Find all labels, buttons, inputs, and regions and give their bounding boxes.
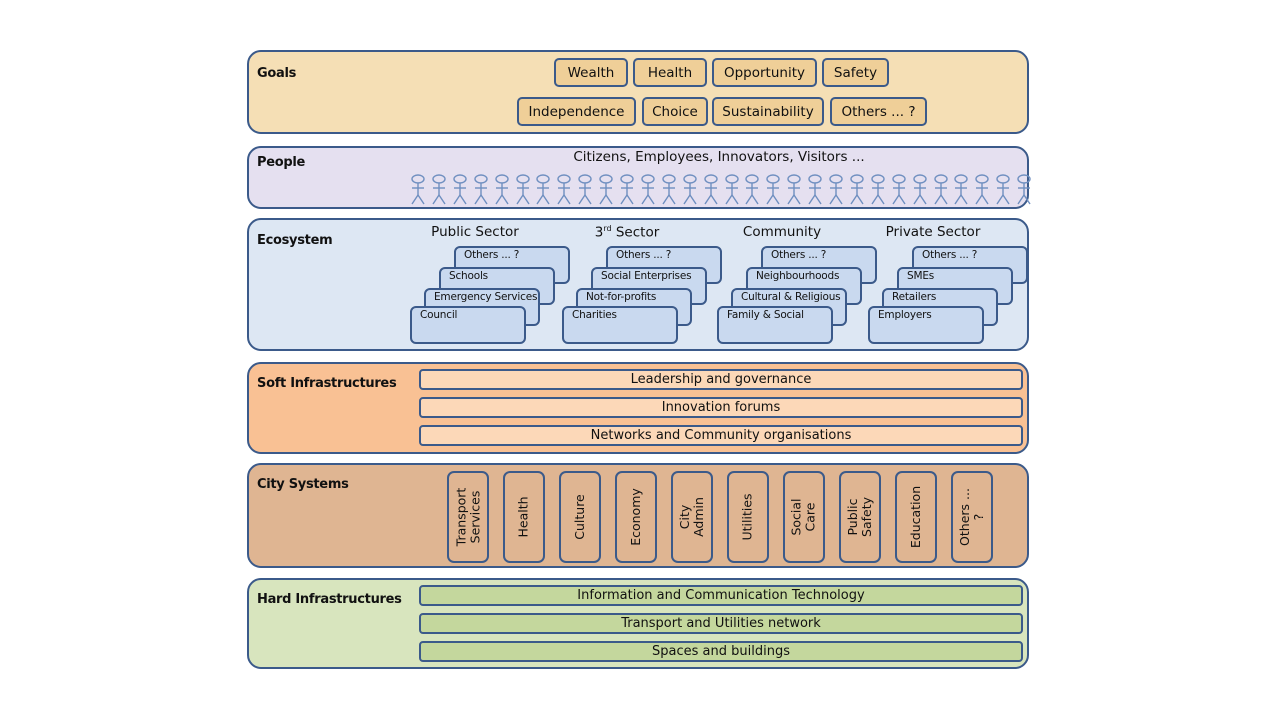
city-system-label: Social Care (789, 498, 818, 536)
city-system-box: Social Care (783, 471, 825, 563)
hard-infrastructures-title: Hard Infrastructures (257, 592, 402, 607)
stick-figure-icon (640, 174, 656, 206)
goals-title: Goals (257, 66, 297, 81)
people-caption: Citizens, Employees, Innovators, Visitor… (573, 149, 865, 165)
stick-figure-icon (744, 174, 760, 206)
city-system-box: Economy (615, 471, 657, 563)
sector-card: Charities (562, 306, 678, 344)
stick-figure-icon (933, 174, 949, 206)
stick-figure-icon (494, 174, 510, 206)
stick-figure-icon (473, 174, 489, 206)
stick-figure-icon (807, 174, 823, 206)
stick-figure-icon (995, 174, 1011, 206)
goal-box: Choice (642, 97, 708, 126)
stick-figure-icon (577, 174, 593, 206)
soft-infrastructures-title: Soft Infrastructures (257, 376, 397, 391)
soft-infrastructures-layer: Soft Infrastructures Leadership and gove… (247, 362, 1029, 454)
sector-heading: Public Sector (431, 224, 519, 240)
sector-card: Family & Social (717, 306, 833, 344)
sector-card: Council (410, 306, 526, 344)
hard-bar-transport: Transport and Utilities network (419, 613, 1023, 634)
soft-bar-leadership: Leadership and governance (419, 369, 1023, 390)
city-system-box: Utilities (727, 471, 769, 563)
goal-box: Opportunity (712, 58, 817, 87)
stick-figure-icon (786, 174, 802, 206)
city-systems-title: City Systems (257, 477, 349, 492)
city-system-box: Health (503, 471, 545, 563)
city-system-label: Culture (572, 494, 588, 540)
stick-figure-icon (535, 174, 551, 206)
stick-figure-icon (849, 174, 865, 206)
stick-figure-icon (682, 174, 698, 206)
soft-bar-networks: Networks and Community organisations (419, 425, 1023, 446)
goal-box: Wealth (554, 58, 628, 87)
city-system-label: Health (516, 496, 532, 538)
stick-figure-icon (891, 174, 907, 206)
city-system-box: Others ... ? (951, 471, 993, 563)
sector-heading-part: Sector (611, 224, 660, 241)
city-system-box: Transport Services (447, 471, 489, 563)
stick-figure-icon (410, 174, 426, 206)
people-layer: People Citizens, Employees, Innovators, … (247, 146, 1032, 209)
stick-figure-icon (765, 174, 781, 206)
sector-heading: Community (742, 224, 822, 240)
sector-heading-part: rd (603, 224, 612, 233)
city-system-label: Economy (628, 488, 643, 546)
stick-figure-icon (912, 174, 928, 206)
stick-figure-icon (703, 174, 719, 206)
stick-figure-icon (452, 174, 468, 206)
stick-figure-icon (619, 174, 635, 206)
goal-box: Safety (822, 58, 889, 87)
sector-heading: 3rd Sector (552, 224, 702, 241)
stick-figure-icon (556, 174, 572, 206)
city-system-label: Utilities (740, 493, 756, 541)
city-system-label: Transport Services (453, 487, 482, 547)
sector-heading-part: 3 (594, 224, 604, 241)
soft-bar-innovation: Innovation forums (419, 397, 1023, 418)
stick-figure-icon (1016, 174, 1032, 206)
city-system-box: City Admin (671, 471, 713, 563)
stick-figure-icon (953, 174, 969, 206)
stick-figure-icon (724, 174, 740, 206)
ecosystem-title: Ecosystem (257, 233, 333, 248)
hard-bar-ict: Information and Communication Technology (419, 585, 1023, 606)
stick-figure-icon (598, 174, 614, 206)
stick-figure-icon (828, 174, 844, 206)
stick-figure-icon (431, 174, 447, 206)
city-system-label: Public Safety (845, 497, 875, 537)
sector-card: Employers (868, 306, 984, 344)
stick-figure-icon (515, 174, 531, 206)
stick-figure-icon (870, 174, 886, 206)
city-system-box: Public Safety (839, 471, 881, 563)
city-system-box: Education (895, 471, 937, 563)
goal-box: Sustainability (712, 97, 824, 126)
city-system-box: Culture (559, 471, 601, 563)
city-system-label: Education (908, 485, 924, 549)
hard-bar-spaces: Spaces and buildings (419, 641, 1023, 662)
stick-figure-icon (974, 174, 990, 206)
city-systems-layer: City Systems Transport Services Health Cul… (247, 463, 1029, 568)
goal-box: Health (633, 58, 707, 87)
goal-box: Independence (517, 97, 636, 126)
sector-heading: Private Sector (885, 224, 981, 240)
people-title: People (257, 155, 306, 170)
stick-figure-icon (661, 174, 677, 206)
city-system-label: City Admin (677, 497, 706, 537)
hard-infrastructures-layer: Hard Infrastructures Information and Com… (247, 578, 1029, 669)
goal-box: Others ... ? (830, 97, 927, 126)
city-system-label: Others ... ? (957, 488, 986, 546)
